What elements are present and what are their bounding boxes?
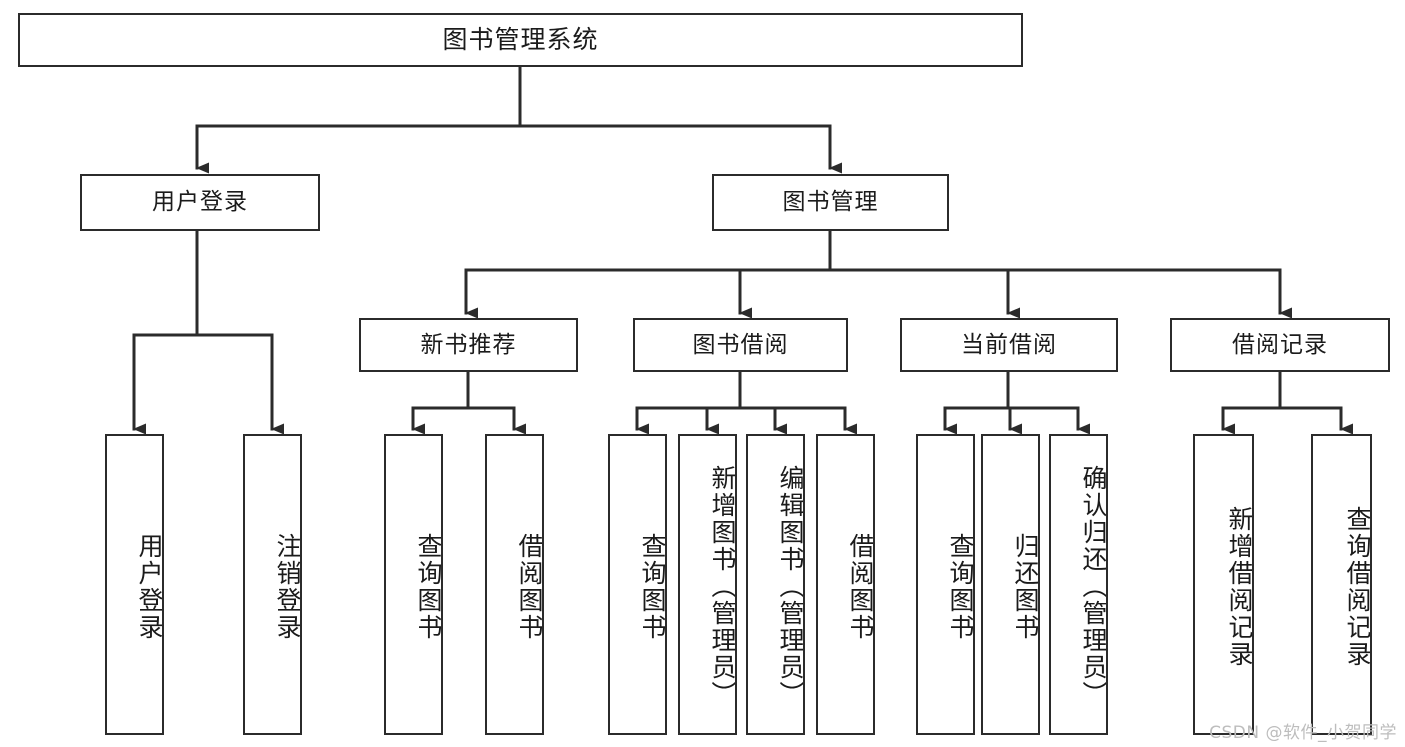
node-leaf-logout[interactable]: 注销登录 (243, 434, 302, 735)
node-leaf-query-borrow-record-label: 查询借阅记录 (1343, 505, 1372, 668)
node-leaf-query-book-1-label: 查询图书 (414, 532, 443, 641)
node-leaf-confirm-return-admin[interactable]: 确认归还（管理员） (1049, 434, 1108, 735)
node-leaf-add-borrow-record-label: 新增借阅记录 (1225, 505, 1254, 668)
node-leaf-return-book[interactable]: 归还图书 (981, 434, 1040, 735)
node-borrow-record-label: 借阅记录 (1232, 331, 1328, 358)
node-leaf-query-book-3[interactable]: 查询图书 (916, 434, 975, 735)
node-leaf-user-login[interactable]: 用户登录 (105, 434, 164, 735)
node-book-manage[interactable]: 图书管理 (712, 174, 949, 231)
node-leaf-confirm-return-admin-label: 确认归还（管理员） (1079, 465, 1108, 708)
node-borrow-record[interactable]: 借阅记录 (1170, 318, 1390, 372)
node-leaf-edit-book-admin-label: 编辑图书（管理员） (776, 465, 805, 708)
node-book-borrow-label: 图书借阅 (692, 331, 789, 358)
node-leaf-query-borrow-record[interactable]: 查询借阅记录 (1311, 434, 1372, 735)
node-root-label: 图书管理系统 (442, 24, 599, 54)
node-leaf-add-book-admin[interactable]: 新增图书（管理员） (678, 434, 737, 735)
node-leaf-query-book-1[interactable]: 查询图书 (384, 434, 443, 735)
node-leaf-user-login-label: 用户登录 (135, 532, 164, 641)
watermark-csdn: CSDN @软件_小贺同学 (1209, 723, 1397, 743)
node-leaf-borrow-book-1-label: 借阅图书 (515, 532, 544, 641)
node-leaf-borrow-book-2-label: 借阅图书 (846, 532, 875, 641)
node-leaf-add-borrow-record[interactable]: 新增借阅记录 (1193, 434, 1254, 735)
node-leaf-borrow-book-2[interactable]: 借阅图书 (816, 434, 875, 735)
node-leaf-add-book-admin-label: 新增图书（管理员） (708, 465, 737, 708)
node-new-book-rec[interactable]: 新书推荐 (359, 318, 578, 372)
node-book-manage-label: 图书管理 (782, 189, 879, 216)
node-leaf-query-book-2[interactable]: 查询图书 (608, 434, 667, 735)
node-current-borrow[interactable]: 当前借阅 (900, 318, 1118, 372)
node-user-login-label: 用户登录 (152, 189, 248, 216)
node-leaf-borrow-book-1[interactable]: 借阅图书 (485, 434, 544, 735)
node-new-book-rec-label: 新书推荐 (420, 331, 517, 358)
node-leaf-logout-label: 注销登录 (273, 532, 302, 641)
node-book-borrow[interactable]: 图书借阅 (633, 318, 848, 372)
node-root[interactable]: 图书管理系统 (18, 13, 1023, 67)
node-leaf-query-book-3-label: 查询图书 (946, 532, 975, 641)
node-leaf-query-book-2-label: 查询图书 (638, 532, 667, 641)
node-leaf-return-book-label: 归还图书 (1011, 532, 1040, 641)
node-current-borrow-label: 当前借阅 (961, 331, 1057, 358)
node-user-login[interactable]: 用户登录 (80, 174, 320, 231)
node-leaf-edit-book-admin[interactable]: 编辑图书（管理员） (746, 434, 805, 735)
